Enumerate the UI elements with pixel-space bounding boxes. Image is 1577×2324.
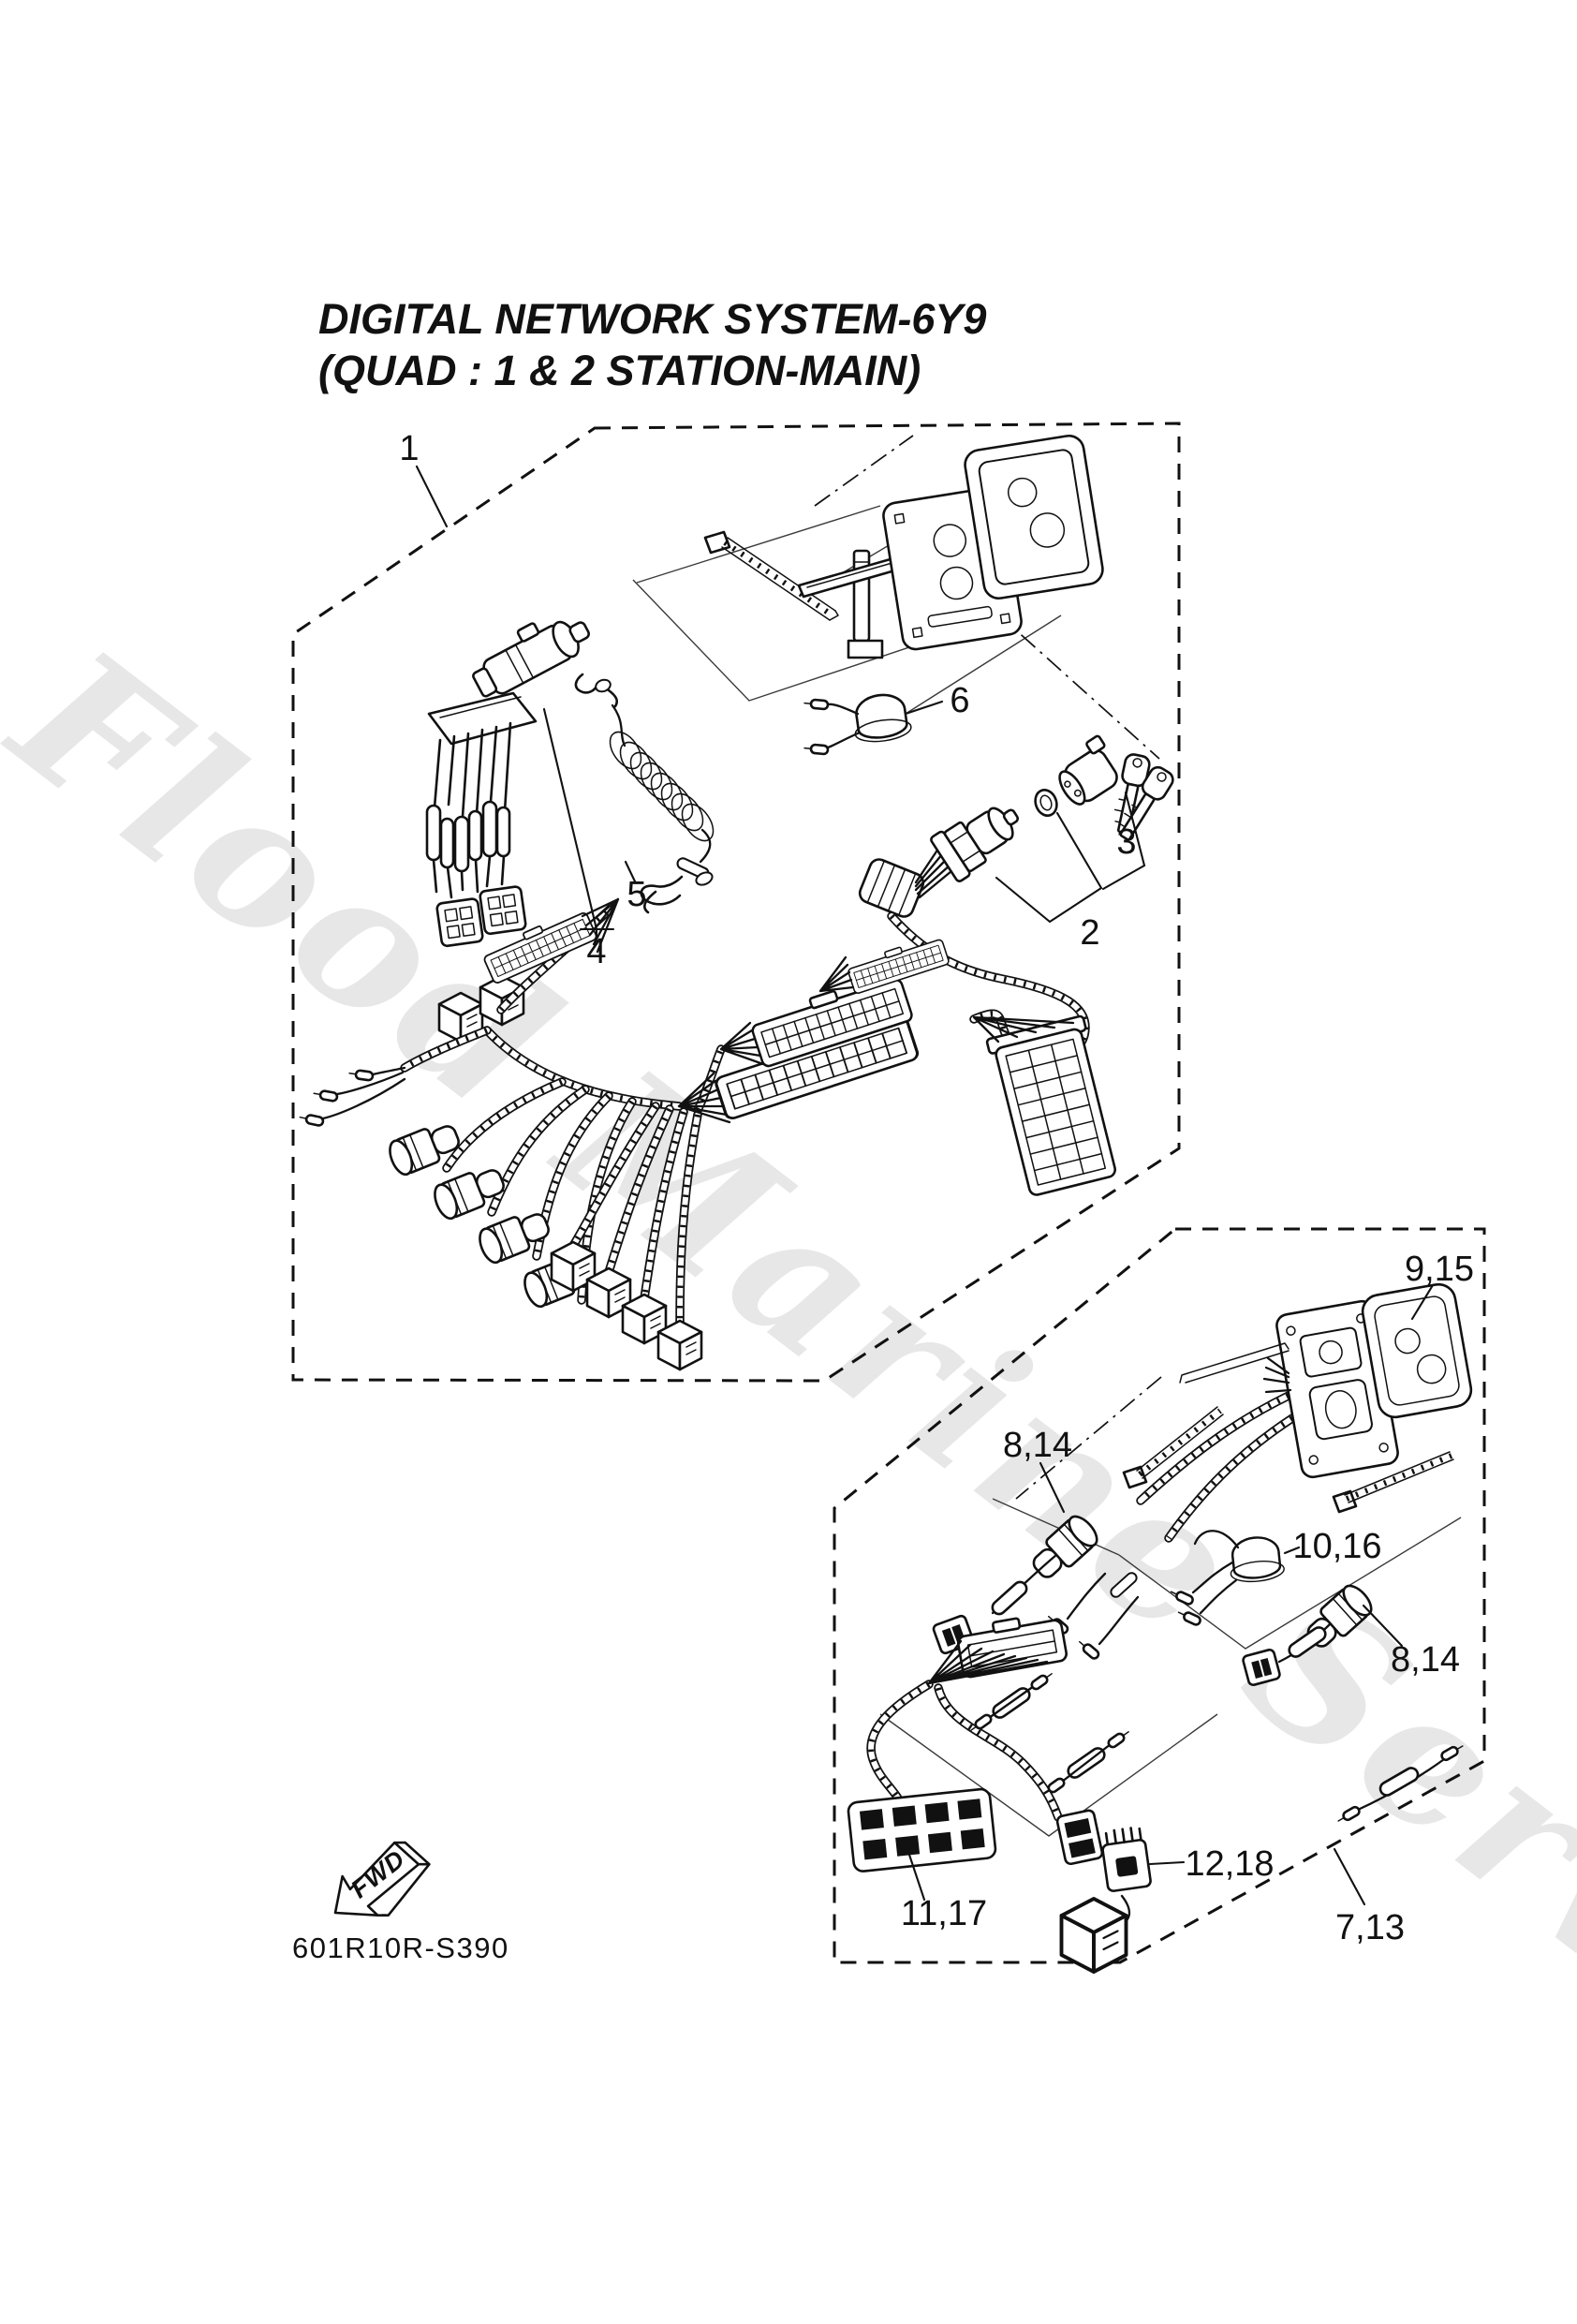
part-relay-connector xyxy=(1101,1827,1152,1892)
part-cable-tie-3 xyxy=(1122,1406,1224,1489)
station-2-kit-outline xyxy=(833,1227,1486,1964)
part-8pin-connector xyxy=(847,1787,997,1873)
station-1-kit-outline xyxy=(291,422,1181,1383)
callout-10-16: 10,16 xyxy=(1292,1527,1382,1566)
part-stop-lanyard xyxy=(574,673,715,914)
callout-6: 6 xyxy=(950,681,970,720)
part-station2-panel-assembly xyxy=(1122,1282,1473,1538)
leader-lines xyxy=(415,465,1435,1906)
part-switch-fuse-assembly xyxy=(425,620,590,1044)
part-panel-gasket xyxy=(1361,1282,1473,1419)
callout-9-15: 9,15 xyxy=(1405,1250,1474,1289)
diagram-title-line1: DIGITAL NETWORK SYSTEM-6Y9 xyxy=(318,295,987,343)
callout-2: 2 xyxy=(1080,913,1100,953)
part-main-harness xyxy=(298,897,1117,1371)
part-connector-plug-b xyxy=(1242,1579,1466,1827)
part-panel-plate xyxy=(882,434,1104,651)
part-cap-1 xyxy=(803,689,914,756)
drawing-code: 601R10R-S390 xyxy=(292,1932,509,1964)
callout-4: 4 xyxy=(586,932,607,971)
callout-3: 3 xyxy=(1116,822,1137,862)
callout-8-14-a: 8,14 xyxy=(1003,1426,1072,1465)
part-cable-tie-1 xyxy=(703,530,839,621)
callout-5: 5 xyxy=(626,875,647,914)
part-cable-tie-2 xyxy=(1332,1451,1454,1514)
part-main-switch xyxy=(858,734,1118,918)
part-station2-harness xyxy=(847,1617,1152,1974)
part-key-set xyxy=(1113,753,1174,841)
callout-11-17: 11,17 xyxy=(900,1894,988,1933)
callout-1: 1 xyxy=(399,429,420,468)
part-cap-2 xyxy=(1168,1530,1287,1628)
callout-8-14-b: 8,14 xyxy=(1391,1640,1460,1680)
fwd-arrow xyxy=(333,1841,431,1917)
callout-7-13: 7,13 xyxy=(1335,1908,1405,1947)
diagram-title-line2: (QUAD : 1 & 2 STATION-MAIN) xyxy=(318,347,921,394)
callout-12-18: 12,18 xyxy=(1185,1844,1275,1884)
